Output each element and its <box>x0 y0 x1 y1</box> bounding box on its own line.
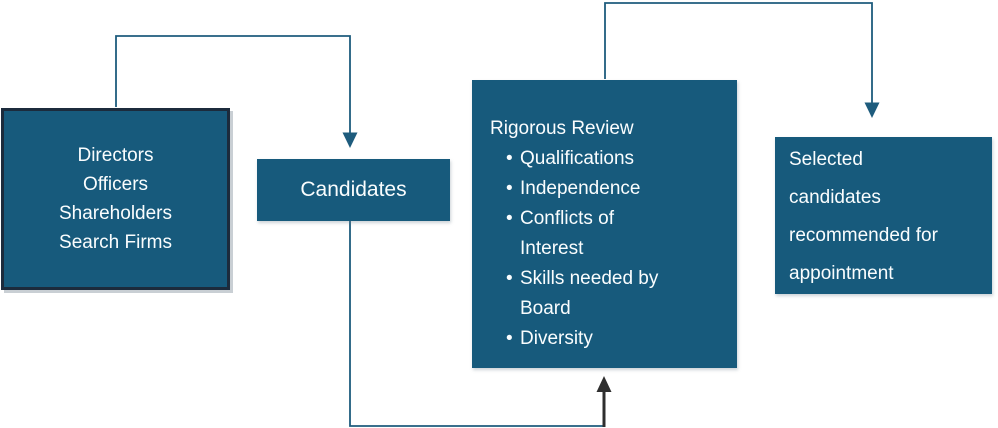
review-bullet-label: Conflicts of Interest <box>520 208 614 259</box>
selected-line: Selected <box>789 149 863 170</box>
review-bullet-label: Diversity <box>520 328 593 349</box>
sources-line: Search Firms <box>59 232 172 253</box>
review-bullet: • Diversity <box>506 324 727 354</box>
sources-line: Directors <box>77 145 154 166</box>
review-title: Rigorous Review <box>490 118 634 139</box>
bullet-icon: • <box>506 148 513 169</box>
selected-line: candidates <box>789 187 881 208</box>
candidates-label: Candidates <box>300 178 407 201</box>
review-bullet: • Skills needed by Board <box>506 264 727 324</box>
selected-line: appointment <box>789 263 894 284</box>
review-bullet-list: • Qualifications • Independence • Confli… <box>506 144 727 354</box>
review-bullet: • Independence <box>506 174 727 204</box>
sources-line: Officers <box>82 174 149 195</box>
review-bullet-label: Qualifications <box>520 148 635 169</box>
review-bullet-label: Independence <box>520 178 641 199</box>
review-bullet: • Qualifications <box>506 144 727 174</box>
arrowhead-up-icon <box>596 376 612 392</box>
review-box: Rigorous Review • Qualifications • Indep… <box>472 80 737 368</box>
review-bullet: • Conflicts of Interest <box>506 204 727 264</box>
bullet-icon: • <box>506 268 513 289</box>
sources-box: Directors Officers Shareholders Search F… <box>1 108 230 290</box>
arrow-sources-to-candidates <box>115 35 358 148</box>
sources-line: Shareholders <box>58 203 173 224</box>
candidates-box: Candidates <box>257 159 450 221</box>
bullet-icon: • <box>506 208 513 229</box>
arrow-candidates-to-review <box>349 221 612 427</box>
selected-box: Selected candidates recommended for appo… <box>775 137 992 294</box>
bullet-icon: • <box>506 328 513 349</box>
review-bullet-label: Skills needed by Board <box>520 268 659 319</box>
bullet-icon: • <box>506 178 513 199</box>
selected-line: recommended for <box>789 225 938 246</box>
arrow-review-to-selected <box>604 2 880 118</box>
arrowhead-down-icon <box>864 102 880 118</box>
arrowhead-down-icon <box>342 132 358 148</box>
